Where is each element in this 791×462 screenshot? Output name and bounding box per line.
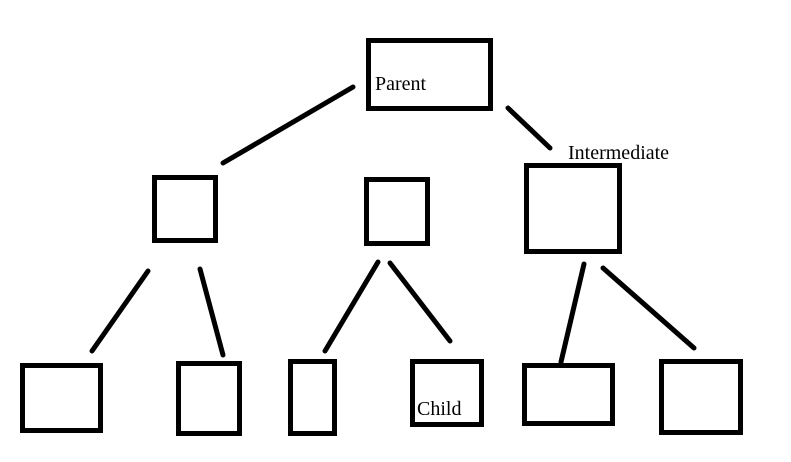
- node-mid-left: [152, 175, 218, 243]
- edge-parent-to-intermediate: [505, 105, 553, 151]
- node-leaf-child: Child: [410, 359, 484, 427]
- node-leaf-1: [20, 363, 103, 433]
- node-label-leaf-child: Child: [417, 398, 462, 420]
- node-label-intermediate: Intermediate: [568, 142, 670, 164]
- edge-parent-to-mid-left: [220, 84, 356, 166]
- edge-intermediate-to-leaf-6: [600, 265, 697, 351]
- node-intermediate: Intermediate: [524, 142, 669, 254]
- node-leaf-5: [522, 363, 615, 426]
- edge-mid-center-to-leaf-child: [387, 260, 453, 344]
- node-label-parent: Parent: [375, 73, 427, 95]
- edge-mid-left-to-leaf-1: [89, 268, 151, 354]
- node-leaf-2: [176, 361, 242, 436]
- node-mid-center: [364, 177, 430, 246]
- edge-intermediate-to-leaf-5: [558, 261, 587, 365]
- node-leaf-6: [659, 359, 743, 435]
- node-leaf-3: [288, 359, 337, 436]
- edge-mid-left-to-leaf-2: [197, 266, 226, 358]
- edge-mid-center-to-leaf-3: [322, 259, 381, 354]
- node-parent: Parent: [366, 38, 493, 111]
